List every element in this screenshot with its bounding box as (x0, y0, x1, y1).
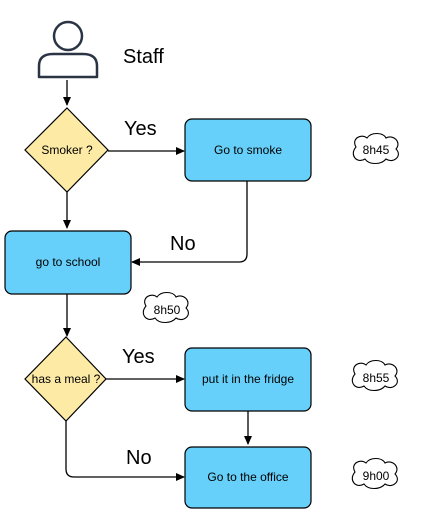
time-label-fridge: 8h55 (363, 371, 390, 385)
time-cloud-school: 8h50 (142, 291, 189, 324)
edge-label-meal-no: No (126, 447, 152, 469)
process-go-to-school: go to school (4, 230, 132, 295)
process-go-to-smoke-label: Go to smoke (214, 143, 282, 157)
decision-smoker-label: Smoker ? (41, 143, 93, 157)
time-cloud-smoke: 8h45 (352, 132, 399, 165)
decision-smoker: Smoker ? (24, 107, 109, 193)
process-go-to-smoke: Go to smoke (184, 118, 312, 182)
time-label-smoke: 8h45 (363, 143, 390, 157)
time-label-school: 8h50 (154, 303, 181, 317)
edge-label-smoker-yes: Yes (124, 118, 157, 140)
process-put-in-fridge-label: put it in the fridge (202, 372, 294, 386)
process-go-to-school-label: go to school (36, 255, 101, 269)
process-go-to-office: Go to the office (184, 446, 312, 509)
time-cloud-fridge: 8h55 (351, 359, 398, 392)
process-put-in-fridge: put it in the fridge (184, 347, 312, 412)
edge-meal-no (65, 421, 185, 481)
actor-label: Staff (123, 46, 164, 68)
time-label-office: 9h00 (363, 469, 390, 483)
time-cloud-office: 9h00 (351, 457, 398, 490)
edge-smoke-to-school (131, 181, 248, 266)
edge-label-smoker-no: No (170, 233, 196, 255)
decision-meal-label: has a meal ? (32, 372, 101, 386)
process-go-to-office-label: Go to the office (207, 470, 288, 484)
decision-meal: has a meal ? (24, 336, 107, 422)
user-icon (37, 20, 99, 79)
edge-label-meal-yes: Yes (122, 346, 155, 368)
